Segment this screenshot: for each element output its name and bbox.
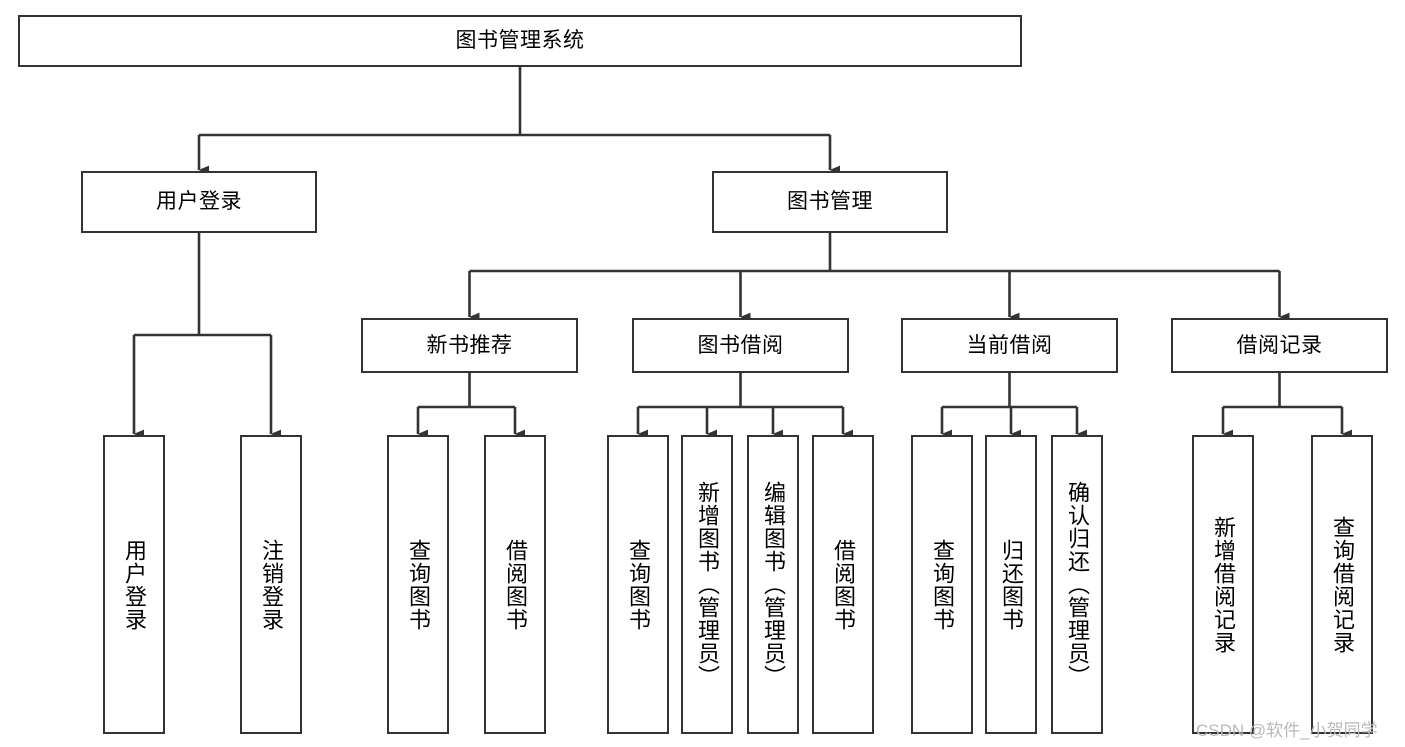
node-leaf-return-book[interactable]: 归还图书 [985, 435, 1037, 734]
node-label: 查询图书 [929, 538, 955, 631]
node-leaf-query-book-cur[interactable]: 查询图书 [911, 435, 973, 734]
node-borrow-record[interactable]: 借阅记录 [1171, 318, 1388, 373]
node-label: 图书管理 [787, 190, 873, 214]
node-label: 查询图书 [405, 538, 431, 631]
node-root[interactable]: 图书管理系统 [18, 15, 1022, 67]
node-leaf-user-logout[interactable]: 注销登录 [240, 435, 302, 734]
node-label: 注销登录 [258, 538, 284, 631]
node-label: 新增图书（管理员） [694, 481, 720, 688]
node-label: 图书管理系统 [455, 29, 585, 53]
node-leaf-query-book-rec[interactable]: 查询图书 [387, 435, 449, 734]
node-label: 查询借阅记录 [1329, 515, 1355, 654]
node-book-borrow[interactable]: 图书借阅 [632, 318, 849, 373]
node-label: 借阅图书 [502, 538, 528, 631]
node-label: 图书借阅 [697, 333, 784, 357]
node-leaf-query-book-borrow[interactable]: 查询图书 [607, 435, 669, 734]
node-leaf-user-login[interactable]: 用户登录 [103, 435, 165, 734]
node-leaf-confirm-return[interactable]: 确认归还（管理员） [1051, 435, 1103, 734]
node-label: 确认归还（管理员） [1064, 481, 1090, 688]
node-label: 归还图书 [998, 538, 1024, 631]
node-leaf-edit-book[interactable]: 编辑图书（管理员） [747, 435, 799, 734]
node-book-manage[interactable]: 图书管理 [712, 171, 948, 233]
node-label: 查询图书 [625, 538, 651, 631]
node-label: 借阅图书 [830, 538, 856, 631]
node-leaf-borrow-book-rec[interactable]: 借阅图书 [484, 435, 546, 734]
node-label: 新书推荐 [426, 333, 513, 357]
node-leaf-add-book[interactable]: 新增图书（管理员） [681, 435, 733, 734]
node-label: 用户登录 [121, 538, 147, 631]
node-label: 当前借阅 [966, 333, 1053, 357]
node-label: 用户登录 [156, 190, 242, 214]
node-new-book-rec[interactable]: 新书推荐 [361, 318, 578, 373]
node-leaf-query-record[interactable]: 查询借阅记录 [1311, 435, 1373, 734]
node-leaf-borrow-book[interactable]: 借阅图书 [812, 435, 874, 734]
node-leaf-add-record[interactable]: 新增借阅记录 [1192, 435, 1254, 734]
node-user-login[interactable]: 用户登录 [81, 171, 317, 233]
node-label: 编辑图书（管理员） [760, 481, 786, 688]
node-label: 新增借阅记录 [1210, 515, 1236, 654]
node-label: 借阅记录 [1236, 333, 1323, 357]
node-current-borrow[interactable]: 当前借阅 [901, 318, 1118, 373]
